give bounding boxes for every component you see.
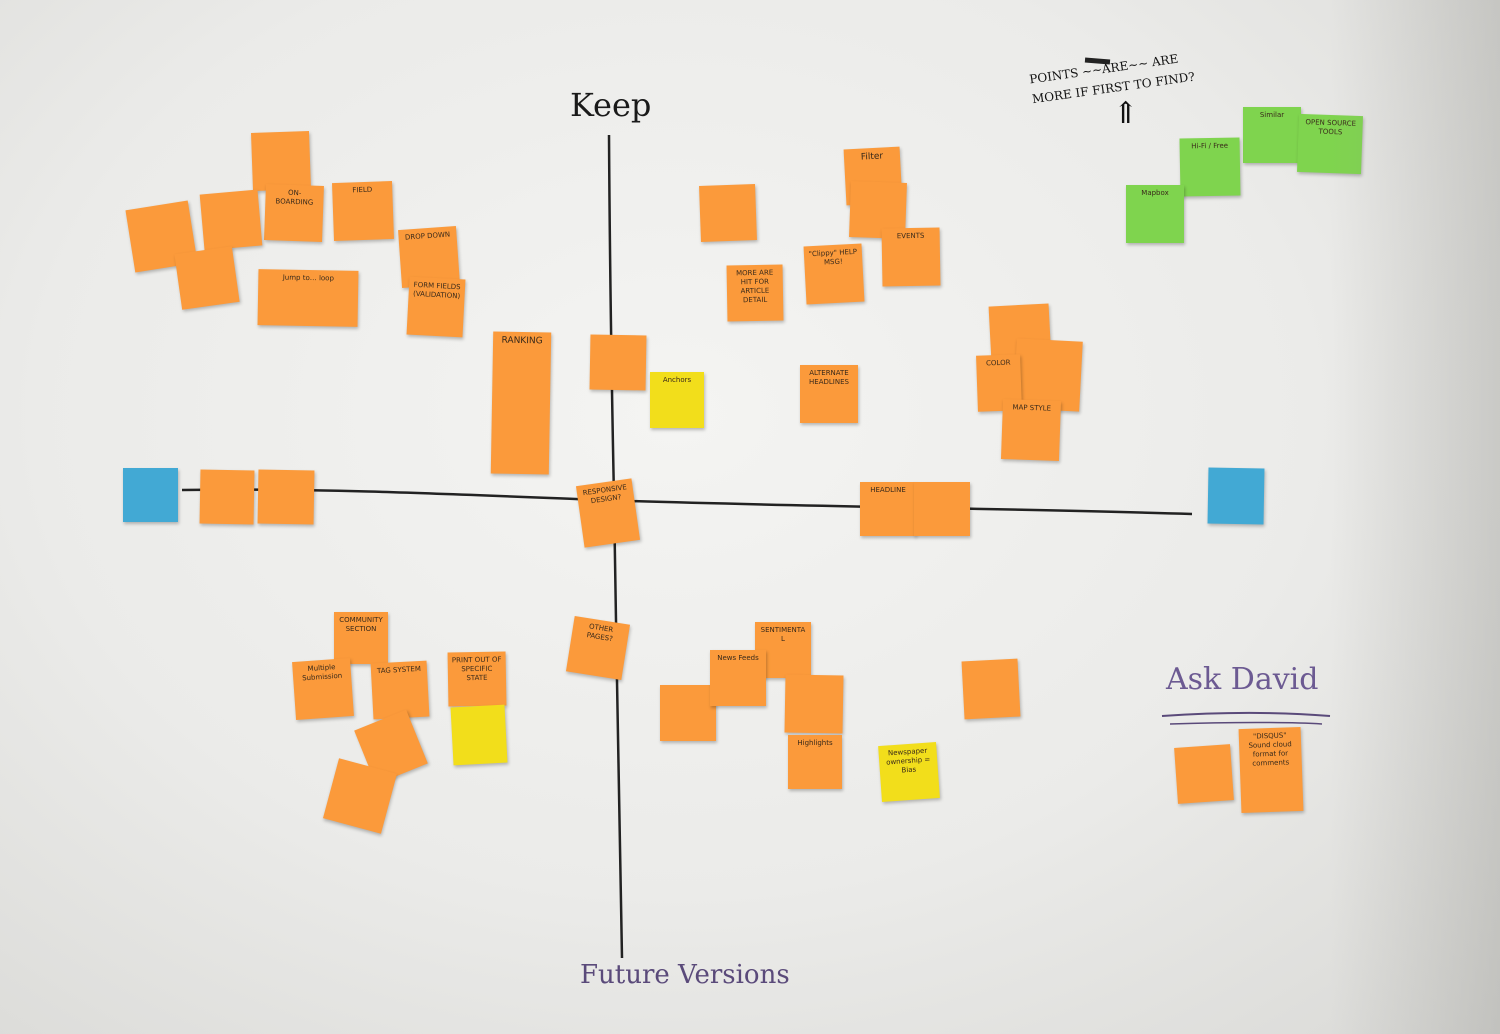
note-text [966,663,1014,666]
sticky-note-n05 [199,189,263,251]
sticky-note-n44 [660,685,716,741]
note-text [594,339,642,340]
sticky-note-n23 [123,468,178,522]
note-text: EVENTS [896,231,925,241]
note-text [262,474,310,475]
sticky-note-n51 [1174,744,1234,804]
note-text [204,474,250,475]
note-text: News Feeds [717,654,759,662]
note-text: HEADLINE [870,486,906,494]
sticky-note-n39 [450,704,508,766]
label-keep: Keep [570,86,652,124]
sticky-note-n34: OPEN SOURCE TOOLS [1297,113,1363,175]
note-text [993,308,1045,311]
note-text: Mapbox [1141,189,1169,197]
note-text [1178,748,1226,751]
note-text [1021,343,1079,346]
sticky-note-n07: Jump to… loop [257,269,359,327]
sticky-note-n32: Hi-Fi / Free [1179,137,1241,197]
note-text [455,709,501,711]
sticky-note-n29 [914,482,970,536]
sticky-note-n46 [784,674,844,734]
note-text: RESPONSIVE DESIGN? [582,483,628,506]
sticky-note-n03: ON-BOARDING [264,184,324,242]
sticky-note-n15: ALTERNATE HEADLINES [800,365,858,423]
arrow-up-icon: ⇑ [1113,96,1139,131]
note-text: RANKING [501,335,543,347]
sticky-note-n04: FIELD [332,180,394,242]
sticky-note-n10 [699,184,757,242]
note-text: PRINT OUT OF SPECIFIC STATE [451,655,502,683]
sticky-note-n06 [174,246,240,310]
note-text: "DISQUS" Sound cloud format for comments [1248,731,1292,768]
note-text [703,188,751,190]
sticky-note-n09: FORM FIELDS (VALIDATION) [406,276,466,338]
note-text: SENTIMENTAL [760,626,806,643]
sticky-note-n42: OTHER PAGES? [565,615,631,681]
sticky-note-n11: MORE ARE HIT FOR ARTICLE DETAIL [726,264,784,322]
sticky-note-n27: RESPONSIVE DESIGN? [575,478,641,548]
note-text: DROP DOWN [404,230,451,242]
note-text: "Clippy" HELP MSG! [808,247,858,267]
ask-david-underline [1161,712,1331,717]
note-text [204,194,254,198]
sticky-note-n21 [589,334,647,391]
sticky-note-n33: Similar [1243,107,1301,163]
note-text: COLOR [985,358,1011,368]
sticky-note-n20: RANKING [490,331,552,475]
note-text: Hi-Fi / Free [1191,141,1229,151]
note-text: Highlights [797,739,833,747]
strike-mark [1084,57,1111,65]
note-text: OTHER PAGES? [586,622,614,644]
note-text: Anchors [662,376,692,384]
sticky-note-n49: Newspaper ownership = Bias [878,742,940,802]
note-text: FIELD [352,185,373,195]
vertical-axis [607,134,624,959]
sticky-note-n22: Anchors [650,372,704,428]
note-text: MORE ARE HIT FOR ARTICLE DETAIL [736,268,774,305]
note-text: COMMUNITY SECTION [339,616,383,633]
label-ask-david: Ask David [1166,662,1319,697]
note-text: ALTERNATE HEADLINES [809,369,849,386]
sticky-note-n24 [199,469,255,525]
note-text: Multiple Submission [301,663,343,683]
sticky-note-n31: Mapbox [1126,185,1184,243]
sticky-note-n48: Highlights [788,735,842,789]
note-text: Filter [860,151,884,163]
note-text: Similar [1259,111,1285,119]
horizontal-axis [181,488,1193,516]
sticky-note-n35: COMMUNITY SECTION [334,612,388,664]
note-text [1212,472,1260,473]
note-text: FORM FIELDS (VALIDATION) [412,280,461,301]
sticky-note-n45: News Feeds [710,650,766,706]
sticky-note-n14: EVENTS [881,227,941,287]
sticky-note-n28: HEADLINE [860,482,916,536]
note-text: OPEN SOURCE TOOLS [1305,118,1357,137]
sticky-note-n25 [257,469,315,525]
note-text: ON-BOARDING [275,188,314,207]
sticky-note-n13: "Clippy" HELP MSG! [803,243,865,305]
note-text: TAG SYSTEM [376,664,422,676]
sticky-note-n38: PRINT OUT OF SPECIFIC STATE [447,651,507,707]
sticky-note-n52: "DISQUS" Sound cloud format for comments [1238,726,1304,814]
sticky-note-n50 [961,658,1021,720]
note-text: Newspaper ownership = Bias [885,746,931,775]
note-text [179,251,229,258]
sticky-note-n37: TAG SYSTEM [370,660,430,720]
sticky-note-n02 [251,131,311,191]
note-text: Jump to… loop [282,273,335,283]
sticky-note-n26 [1207,467,1265,525]
note-text: MAP STYLE [1012,403,1052,413]
label-future-versions: Future Versions [580,960,790,990]
note-text [255,135,305,137]
sticky-note-n36: Multiple Submission [292,658,354,720]
sticky-note-n19: MAP STYLE [1000,399,1062,461]
ask-david-underline-2 [1169,721,1323,725]
note-text [789,679,839,680]
